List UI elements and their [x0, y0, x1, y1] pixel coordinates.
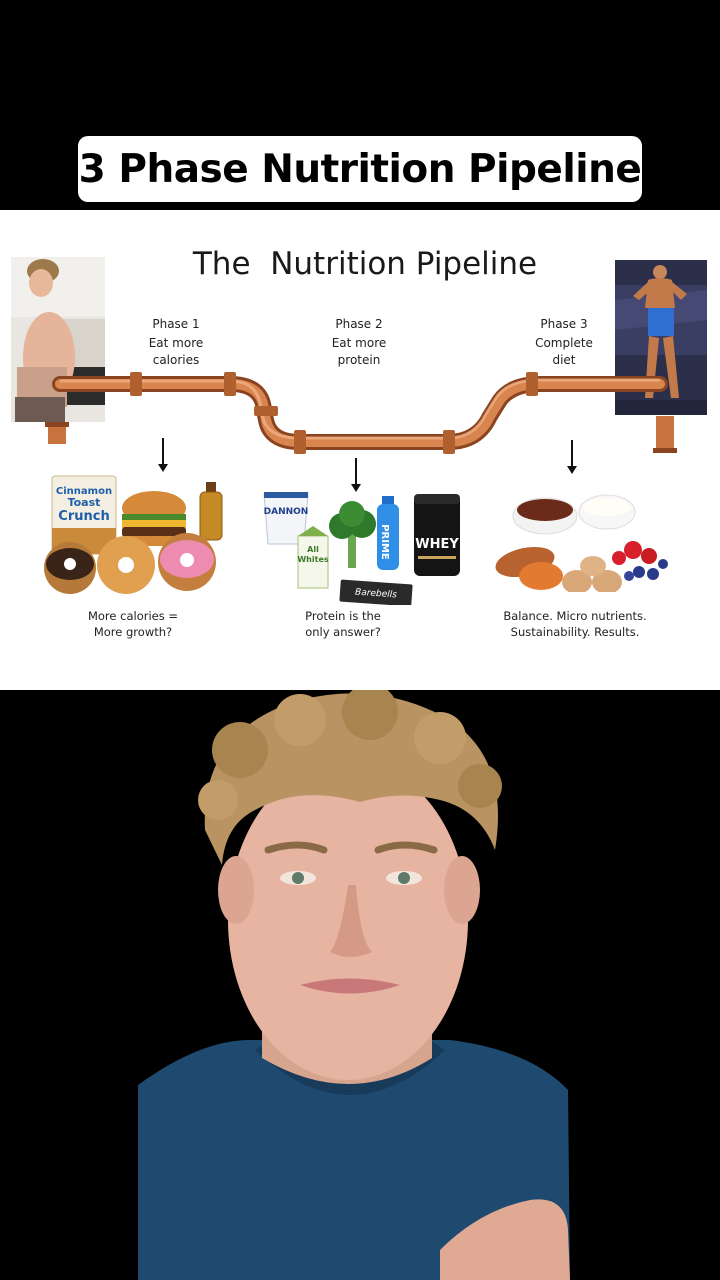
egg-whites-label-1: All [307, 545, 319, 554]
down-arrow-icon [351, 458, 361, 492]
cereal-label-2: Toast [68, 496, 101, 509]
cereal-box: Cinnamon Toast Crunch [51, 475, 117, 555]
phase-2-note: Protein is the only answer? [283, 608, 403, 640]
slide-title: The Nutrition Pipeline [192, 246, 538, 282]
pipeline-graphic [45, 372, 677, 454]
bar-label: Barebells [355, 588, 398, 601]
prime-bottle: PRIME [377, 496, 399, 570]
drink-label: PRIME [379, 524, 390, 560]
caption-text: 3 Phase Nutrition Pipeline [78, 146, 642, 192]
protein-tub: WHEY [414, 494, 460, 576]
phase-1-desc-line1: Eat more [148, 336, 204, 350]
berries [612, 541, 668, 581]
yogurt-cup: DANNON [263, 492, 309, 545]
burger [122, 491, 186, 546]
phase-3-desc-line2: diet [552, 353, 576, 367]
phase-1-note-line2: More growth? [93, 625, 173, 639]
protein-bar: Barebells [339, 579, 413, 605]
syrup-bottle [199, 482, 223, 541]
phase-3-foods [495, 494, 668, 592]
phase-2-foods: DANNON All Whites PRIME WHEY Barebel [263, 492, 460, 605]
presenter-video [0, 690, 720, 1280]
phase-2-label: Phase 2 Eat more protein [304, 316, 414, 369]
phase-3-note-line2: Sustainability. Results. [510, 625, 640, 639]
phase-3-note: Balance. Micro nutrients. Sustainability… [492, 608, 658, 640]
pipeline-slide: The Nutrition Pipeline [0, 210, 720, 690]
presenter-shirt [138, 1040, 570, 1280]
bowl-of-meat [512, 497, 578, 535]
pipe [52, 376, 668, 450]
phase-1-desc-line2: calories [152, 353, 200, 367]
down-arrow-icon [567, 440, 577, 474]
egg-whites-carton: All Whites [297, 526, 329, 589]
broccoli [329, 501, 376, 568]
caption-banner: 3 Phase Nutrition Pipeline [78, 136, 642, 202]
phase-1-label: Phase 1 Eat more calories [121, 316, 231, 369]
phase-2-desc-line1: Eat more [331, 336, 387, 350]
phase-1-title: Phase 1 [152, 317, 200, 331]
presenter-image [0, 690, 720, 1280]
before-photo [11, 257, 105, 422]
phase-1-foods: Cinnamon Toast Crunch [44, 475, 223, 594]
phase-2-note-line2: only answer? [305, 625, 381, 639]
cereal-label-1: Cinnamon [56, 486, 112, 497]
down-arrow-icon [158, 438, 168, 472]
phase-2-note-line1: Protein is the [305, 609, 381, 623]
cereal-label-3: Crunch [58, 509, 109, 524]
phase-3-note-line1: Balance. Micro nutrients. [503, 609, 647, 623]
phase-2-title: Phase 2 [335, 317, 383, 331]
phase-3-desc-line1: Complete [535, 336, 593, 350]
after-photo [615, 260, 707, 415]
egg-whites-label-2: Whites [297, 555, 329, 564]
protein-tub-label: WHEY [415, 537, 459, 552]
phase-3-title: Phase 3 [540, 317, 588, 331]
phase-3-label: Phase 3 Complete diet [509, 316, 619, 369]
phase-1-note-line1: More calories = [87, 609, 179, 623]
phase-2-desc-line2: protein [337, 353, 381, 367]
phase-1-note: More calories = More growth? [72, 608, 194, 640]
eggs [562, 556, 622, 592]
bowl-of-yogurt [578, 494, 636, 530]
donuts [44, 533, 216, 594]
sweet-potatoes [495, 546, 563, 590]
yogurt-label: DANNON [264, 507, 309, 517]
